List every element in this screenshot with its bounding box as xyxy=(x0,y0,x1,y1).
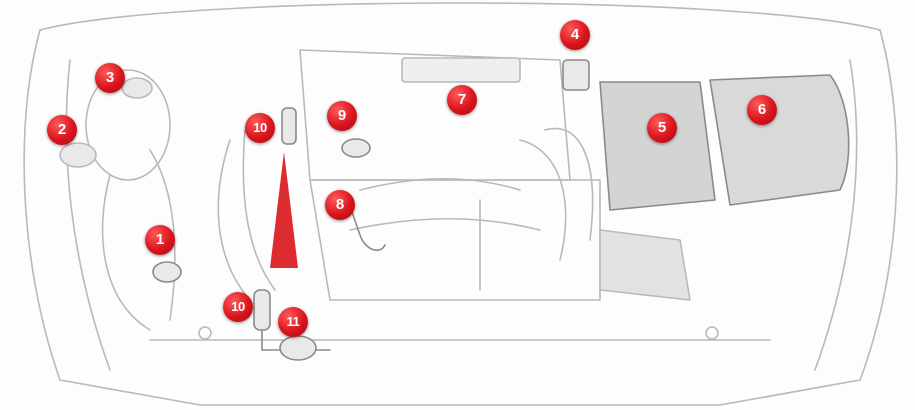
callout-7[interactable]: 7 xyxy=(447,85,477,115)
dipstick xyxy=(351,211,386,251)
callout-2[interactable]: 2 xyxy=(47,115,77,145)
cap-1 xyxy=(152,261,182,283)
cap-2 xyxy=(59,142,97,168)
reservoir-10-upper xyxy=(281,107,297,145)
callout-10-upper[interactable]: 10 xyxy=(245,113,275,143)
callout-11[interactable]: 11 xyxy=(278,307,308,337)
callout-8[interactable]: 8 xyxy=(325,190,355,220)
reservoir-10-lower xyxy=(253,289,271,331)
bonnet-outline xyxy=(39,2,881,31)
callout-5[interactable]: 5 xyxy=(647,113,677,143)
indicator-cone xyxy=(270,152,298,268)
reservoir-left xyxy=(85,69,171,181)
top-manifold xyxy=(401,57,521,83)
callout-4[interactable]: 4 xyxy=(560,20,590,50)
body-outline-right xyxy=(719,29,898,406)
body-outline-left xyxy=(23,29,201,406)
cap-3 xyxy=(121,77,153,99)
brake-reservoir xyxy=(562,59,590,91)
callout-10-lower[interactable]: 10 xyxy=(223,292,253,322)
callout-1[interactable]: 1 xyxy=(145,225,175,255)
callout-9[interactable]: 9 xyxy=(327,101,357,131)
oil-cap xyxy=(341,138,371,158)
battery xyxy=(709,74,850,206)
pump-11 xyxy=(279,335,317,361)
callout-3[interactable]: 3 xyxy=(95,63,125,93)
fuse-box xyxy=(599,81,716,211)
callout-6[interactable]: 6 xyxy=(747,95,777,125)
